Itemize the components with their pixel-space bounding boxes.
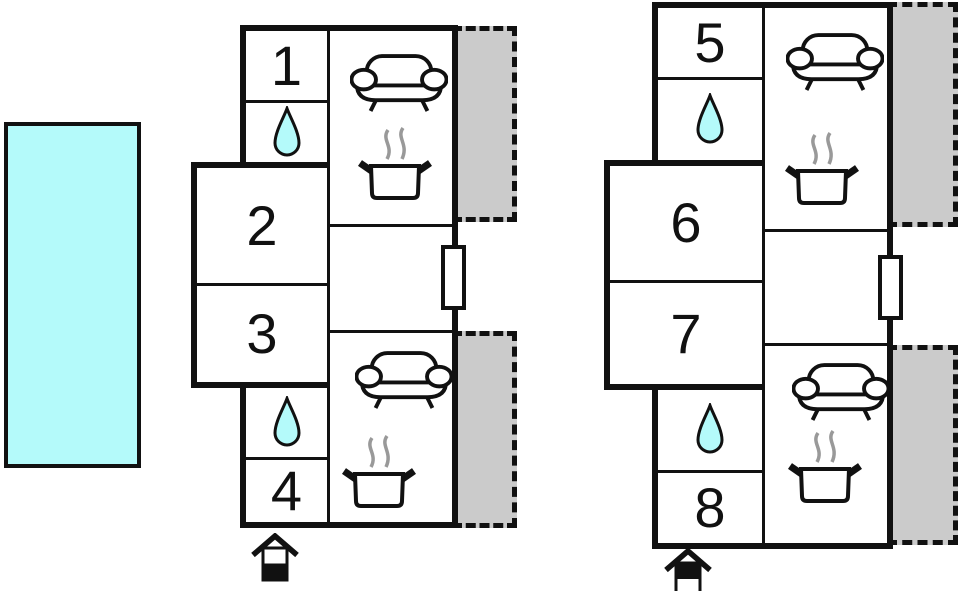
sofa-icon — [786, 33, 884, 91]
living-kitchen — [327, 25, 458, 227]
entrance-icon — [251, 533, 299, 582]
steam-lines — [814, 429, 836, 463]
room-5: 5 — [652, 2, 765, 80]
room-number: 3 — [246, 302, 278, 365]
sofa-icon — [350, 54, 448, 112]
room-number: 2 — [246, 193, 278, 257]
living-kitchen — [762, 2, 893, 232]
water-drop-icon — [696, 403, 724, 454]
terrace — [887, 345, 958, 545]
room-number: 8 — [694, 476, 726, 539]
window-icon — [878, 255, 903, 320]
room-number: 1 — [270, 33, 303, 97]
water-drop-icon — [696, 93, 724, 144]
window-icon — [441, 245, 466, 310]
living-kitchen — [327, 330, 458, 528]
room-2: 2 — [191, 162, 330, 286]
cooking-pot-icon — [342, 434, 416, 508]
room-number: 4 — [270, 459, 303, 522]
steam-lines — [811, 131, 833, 165]
bathroom — [652, 77, 765, 163]
cooking-pot-icon — [358, 126, 432, 200]
room-4: 4 — [240, 457, 330, 528]
room-6: 6 — [604, 160, 765, 283]
living-kitchen — [762, 343, 893, 549]
steam-lines — [368, 434, 390, 468]
room-3: 3 — [191, 283, 330, 388]
room-number: 5 — [694, 10, 726, 74]
terrace — [452, 331, 517, 528]
room-1: 1 — [240, 25, 330, 103]
entrance-icon — [664, 548, 712, 591]
cooking-pot-icon — [785, 131, 859, 205]
terrace — [887, 2, 958, 227]
room-8: 8 — [652, 470, 765, 549]
hallway — [762, 229, 893, 346]
sofa-icon — [355, 351, 453, 409]
sofa-icon — [792, 363, 890, 421]
room-number: 7 — [670, 301, 702, 365]
bathroom — [652, 387, 765, 473]
bathroom — [240, 100, 330, 166]
water-drop-icon — [272, 106, 301, 157]
swimming-pool — [4, 122, 141, 468]
steam-lines — [384, 126, 406, 160]
room-number: 6 — [670, 191, 702, 254]
cooking-pot-icon — [788, 429, 862, 503]
room-7: 7 — [604, 280, 765, 390]
terrace — [452, 26, 517, 222]
water-drop-icon — [272, 395, 301, 446]
hallway — [327, 224, 458, 333]
bathroom — [240, 385, 330, 460]
